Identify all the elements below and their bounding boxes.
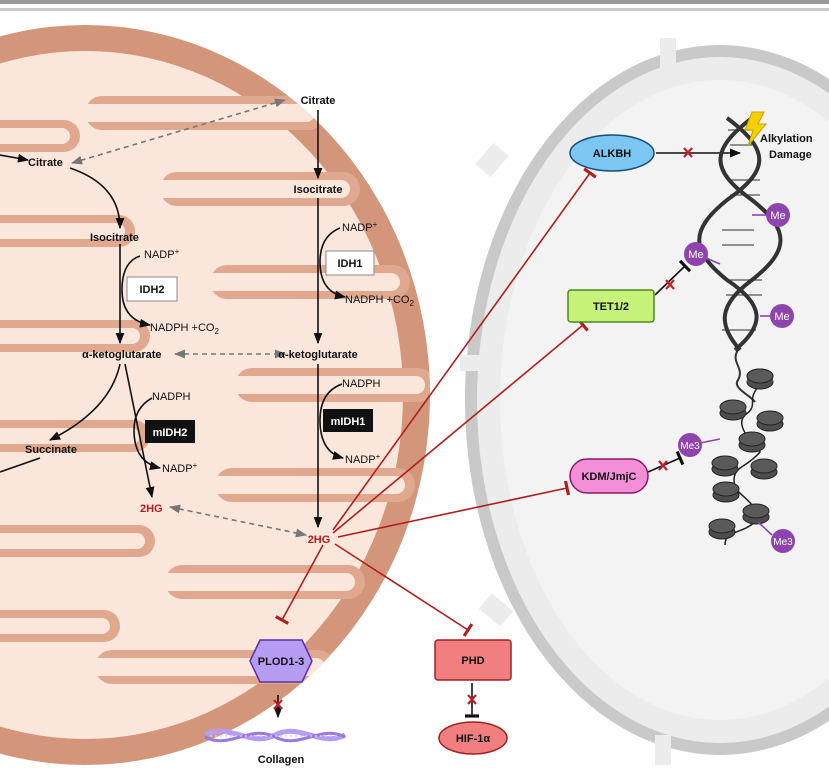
methyl-label: Me (774, 311, 789, 323)
cyto-nadph-out-label: NADPH +CO2 (345, 294, 415, 308)
top-border (0, 0, 829, 11)
hif-node: HIF-1α (438, 721, 508, 755)
cyto-nadp-in-label: NADP+ (342, 220, 378, 234)
methyl-label: Me (688, 249, 703, 261)
trimethyl-mark-2: Me3 (771, 529, 795, 553)
mito-nadph-in-label: NADPH (152, 391, 191, 403)
nucleosomes (708, 368, 784, 540)
cyto-nadp-out-label: NADP+ (345, 452, 381, 466)
kdm-label: KDM/JmjC (581, 471, 636, 483)
methyl-mark-2: Me (684, 242, 708, 266)
tet-label: TET1/2 (593, 301, 629, 313)
cyto-nadph-in-label: NADPH (342, 378, 381, 390)
nucleosome (738, 431, 766, 453)
plod-label: PLOD1-3 (258, 656, 304, 668)
damage-label: Damage (769, 149, 812, 161)
nucleosome (742, 503, 770, 525)
mito-isocitrate-label: Isocitrate (90, 232, 139, 244)
chromatin (724, 384, 761, 546)
idh2-label: IDH2 (139, 284, 164, 296)
collagen-label: Collagen (258, 754, 305, 766)
nucleosome (756, 410, 784, 432)
nucleus (460, 38, 829, 765)
phd-node: PHD (434, 639, 512, 681)
mito-akg-label: α-ketoglutarate (82, 349, 162, 361)
mito-2hg-label: 2HG (140, 503, 163, 515)
midh1-box: mIDH1 (323, 409, 373, 432)
alkylation-label: Alkylation (760, 133, 813, 145)
midh2-label: mIDH2 (153, 427, 188, 439)
methyl-mark-1: Me (766, 203, 790, 227)
cyto-arrows (313, 110, 347, 529)
phd-label: PHD (461, 655, 484, 667)
idh1-label: IDH1 (337, 258, 362, 270)
mito-nadp-in-label: NADP+ (144, 247, 180, 261)
cyto-isocitrate-label: Isocitrate (294, 184, 343, 196)
trimethyl-label: Me3 (680, 441, 700, 452)
block-x-marks (273, 147, 693, 710)
mito-nadp-out-label: NADP+ (162, 461, 198, 475)
mito-nadph-out-label: NADPH +CO2 (150, 322, 220, 336)
mitochondrion (0, 25, 430, 765)
nucleosome (750, 458, 778, 480)
collagen-fiber (203, 728, 347, 743)
inhibition-lines (274, 167, 597, 637)
alkbh-node: ALKBH (569, 134, 655, 172)
trimethyl-mark-1: Me3 (678, 433, 702, 457)
alkbh-label: ALKBH (593, 148, 632, 160)
idh1-box: IDH1 (325, 250, 375, 276)
kdm-node: KDM/JmjC (569, 458, 649, 494)
dna-helix (697, 116, 783, 403)
plod-node: PLOD1-3 (249, 639, 313, 683)
cyto-citrate-label: Citrate (301, 95, 336, 107)
dashed-links (70, 98, 308, 538)
tet-node: TET1/2 (567, 289, 655, 323)
cyto-2hg-label: 2HG (308, 534, 331, 546)
nucleosome (711, 455, 739, 477)
cyto-akg-label: α-ketoglutarate (278, 349, 358, 361)
hif-label: HIF-1α (456, 733, 491, 745)
nucleosome (719, 399, 747, 421)
idh2-box: IDH2 (126, 276, 178, 302)
nucleosome (708, 518, 736, 540)
methyl-label: Me (770, 210, 785, 222)
midh2-box: mIDH2 (145, 420, 195, 443)
nucleosome (746, 368, 774, 390)
mito-citrate-label: Citrate (28, 157, 63, 169)
lightning-icon (744, 111, 768, 147)
midh1-label: mIDH1 (331, 416, 366, 428)
methyl-mark-3: Me (770, 304, 794, 328)
mito-succinate-label: Succinate (25, 444, 77, 456)
nucleosome (712, 481, 740, 503)
mito-arrows (0, 153, 162, 499)
trimethyl-label: Me3 (773, 537, 793, 548)
